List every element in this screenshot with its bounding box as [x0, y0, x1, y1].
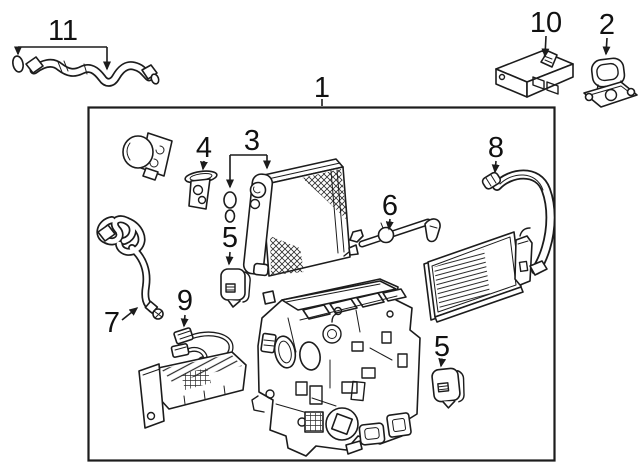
- callout-5-lower: 5: [434, 331, 450, 368]
- heater-core-bracket: [514, 235, 533, 286]
- callout-10-label[interactable]: 10: [530, 7, 562, 39]
- callout-10-arrow: [541, 35, 550, 58]
- callout-10: 10: [530, 7, 562, 58]
- part-5-lower-grommet-drawing: [431, 367, 465, 409]
- callout-4-label[interactable]: 4: [196, 132, 212, 164]
- hose-fitting: [481, 171, 502, 190]
- callout-7: 7: [104, 307, 139, 339]
- part-11-oring: [12, 55, 24, 73]
- pipe-clamp: [377, 226, 395, 244]
- callout-1-label[interactable]: 1: [314, 72, 330, 104]
- callout-5-lower-label[interactable]: 5: [434, 331, 450, 363]
- case-details: [251, 280, 412, 455]
- part-10-amplifier-drawing: [495, 50, 574, 98]
- part-3-oring-small: [224, 209, 236, 223]
- callout-9-label[interactable]: 9: [177, 285, 193, 317]
- callout-2: 2: [599, 9, 615, 56]
- callout-4: 4: [196, 132, 212, 171]
- callout-11-label[interactable]: 11: [48, 15, 78, 47]
- part-3-evaporator-drawing: [223, 158, 364, 277]
- pipe-bracket: [424, 218, 441, 243]
- part-4-valve-drawing: [184, 170, 218, 210]
- hose-end-fitting-left: [25, 56, 44, 74]
- callout-8-label[interactable]: 8: [488, 132, 504, 164]
- callout-3-label[interactable]: 3: [244, 125, 260, 157]
- heater-core-drawing: [423, 227, 533, 323]
- part-3-oring-large: [223, 191, 237, 209]
- callout-1: 1: [314, 72, 330, 106]
- callout-8: 8: [488, 132, 504, 174]
- callout-2-arrow: [602, 37, 611, 56]
- callout-4-arrow: [199, 160, 208, 171]
- evaporator-clip: [349, 229, 364, 243]
- callout-3: 3: [226, 125, 271, 189]
- callout-5-upper: 5: [222, 222, 238, 266]
- part-9-harness-drawing: [138, 327, 247, 429]
- evaporator-header-tank: [242, 173, 274, 275]
- callout-7-label[interactable]: 7: [104, 307, 120, 339]
- callout-6-arrow: [385, 218, 394, 231]
- callout-9-arrow: [180, 314, 189, 328]
- part-11-hose-drawing: [12, 55, 160, 87]
- part-2-servo-drawing: [583, 57, 638, 108]
- callout-2-label[interactable]: 2: [599, 9, 615, 41]
- callout-5-upper-arrow: [225, 251, 234, 266]
- callout-8-arrow: [491, 160, 500, 174]
- part-7-tube-drawing: [96, 215, 164, 320]
- assembly-1-boundary-box: [87, 106, 556, 462]
- callout-7-arrow: [121, 307, 139, 321]
- hvac-case-drawing: [251, 278, 421, 457]
- part-5-upper-grommet-drawing: [220, 268, 251, 308]
- callout-9: 9: [177, 285, 193, 328]
- callout-5-upper-label[interactable]: 5: [222, 222, 238, 254]
- callout-5-lower-arrow: [438, 357, 447, 368]
- harness-connector-b: [170, 343, 190, 358]
- damper-actuator-drawing: [122, 132, 173, 181]
- part-6-pipe-drawing: [343, 218, 441, 257]
- callout-6: 6: [382, 190, 398, 231]
- callout-11: 11: [14, 15, 111, 71]
- ptc-end-plate: [138, 363, 165, 429]
- callout-6-label[interactable]: 6: [382, 190, 398, 222]
- part-8-hose-drawing: [481, 169, 556, 276]
